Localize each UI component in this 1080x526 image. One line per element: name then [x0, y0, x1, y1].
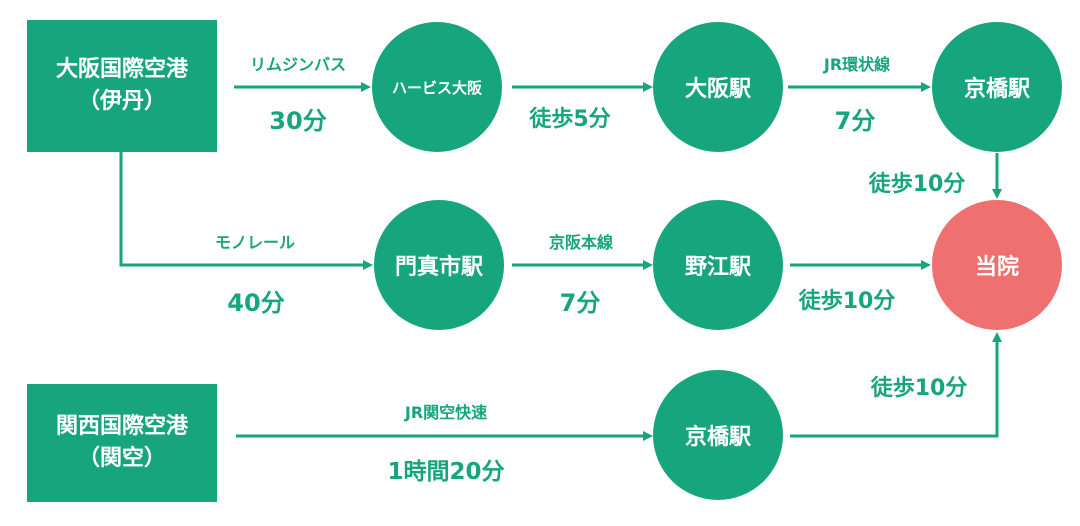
walk-harbis-time-label: 徒歩5分	[529, 107, 611, 132]
harbis-osaka-label: ハービス大阪	[391, 78, 482, 97]
itami-airport-box: 大阪国際空港 （伊丹）	[27, 20, 217, 152]
keihan-time-label: 7分	[559, 289, 601, 317]
kyobashi-station-top-node: 京橋駅	[932, 22, 1062, 152]
kix-airport-box: 関西国際空港 （関空）	[27, 384, 217, 502]
walk-kyobashi-top-time-label: 徒歩10分	[868, 172, 966, 197]
limousine-time-label: 30分	[269, 107, 327, 135]
arrow-kyobashi-bottom-to-clinic	[790, 332, 1002, 438]
itami-airport-alias: （伊丹）	[77, 89, 166, 114]
itami-airport-name: 大阪国際空港	[55, 57, 188, 82]
jr-loop-mode-label: JR環状線	[823, 55, 891, 74]
limousine-mode-label: リムジンバス	[249, 55, 346, 74]
keihan-mode-label: 京阪本線	[548, 233, 613, 252]
jr-kanku-mode-label: JR関空快速	[404, 403, 488, 422]
noe-station-label: 野江駅	[684, 255, 751, 280]
kadoma-station-node: 門真市駅	[374, 200, 504, 330]
harbis-osaka-node: ハービス大阪	[372, 22, 502, 152]
walk-noe-time-label: 徒歩10分	[798, 289, 896, 314]
kyobashi-station-bottom-node: 京橋駅	[653, 370, 783, 500]
osaka-station-label: 大阪駅	[684, 77, 751, 102]
clinic-destination-label: 当院	[974, 255, 1019, 280]
monorail-mode-label: モノレール	[214, 233, 295, 252]
jr-kanku-time-label: 1時間20分	[387, 459, 505, 485]
kyobashi-station-top-label: 京橋駅	[963, 77, 1030, 102]
kix-airport-name: 関西国際空港	[55, 414, 188, 439]
arrow-itami-to-kadoma	[119, 152, 373, 270]
kyobashi-station-bottom-label: 京橋駅	[684, 425, 751, 450]
kix-airport-alias: （関空）	[77, 446, 166, 471]
clinic-destination-node: 当院	[932, 200, 1062, 330]
monorail-time-label: 40分	[227, 289, 285, 317]
noe-station-node: 野江駅	[653, 200, 783, 330]
osaka-station-node: 大阪駅	[653, 22, 783, 152]
walk-kyobashi-bottom-time-label: 徒歩10分	[870, 376, 968, 401]
jr-loop-time-label: 7分	[834, 107, 876, 135]
kadoma-station-label: 門真市駅	[394, 255, 483, 280]
